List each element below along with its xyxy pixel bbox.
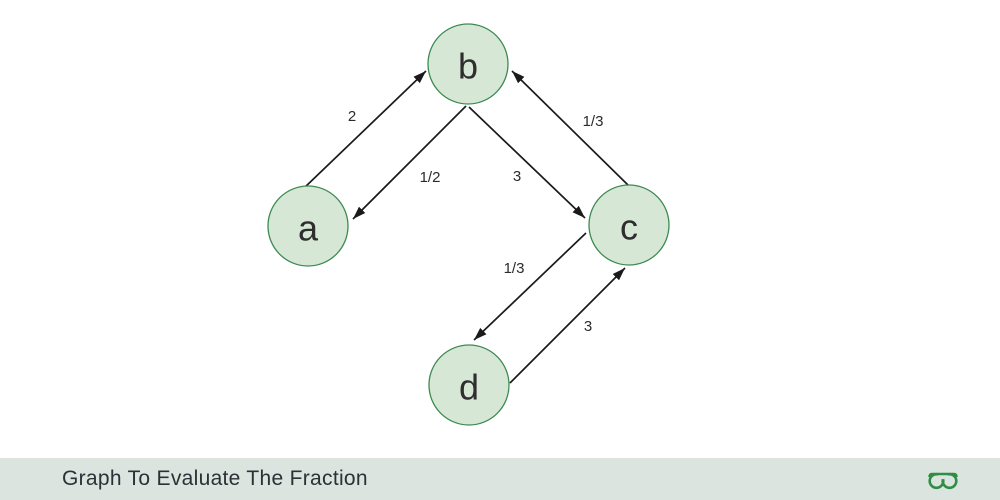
- edge-label-b-c: 3: [513, 168, 521, 185]
- edges-layer: [302, 70, 630, 384]
- edge-label-c-b: 1/3: [583, 113, 604, 130]
- edge-c-d: [473, 232, 587, 341]
- edge-b-a: [352, 105, 467, 220]
- node-label-a: a: [298, 208, 319, 249]
- fraction-graph-diagram: a b c d 2 1/2 3 1/3 1/3 3: [267, 23, 670, 426]
- node-d: [428, 344, 510, 426]
- node-label-c: c: [620, 207, 638, 248]
- node-b: [427, 23, 509, 105]
- node-label-d: d: [459, 367, 479, 408]
- edge-b-c: [468, 106, 586, 219]
- edge-label-b-a: 1/2: [420, 169, 441, 186]
- edge-label-c-d: 1/3: [504, 260, 525, 277]
- node-c: [588, 184, 670, 266]
- edge-labels-layer: 2 1/2 3 1/3 1/3 3: [348, 108, 604, 335]
- caption-text: Graph To Evaluate The Fraction: [62, 467, 368, 490]
- node-a: [267, 185, 349, 267]
- edge-label-d-c: 3: [584, 318, 592, 335]
- edge-a-b: [302, 70, 427, 190]
- edge-d-c: [509, 267, 626, 384]
- edge-c-b: [511, 70, 630, 187]
- node-label-b: b: [458, 46, 478, 87]
- nodes-layer: a b c d: [267, 23, 670, 426]
- caption-bar: Graph To Evaluate The Fraction: [0, 458, 1000, 500]
- geeksforgeeks-logo-icon: [926, 467, 960, 491]
- edge-label-a-b: 2: [348, 108, 356, 125]
